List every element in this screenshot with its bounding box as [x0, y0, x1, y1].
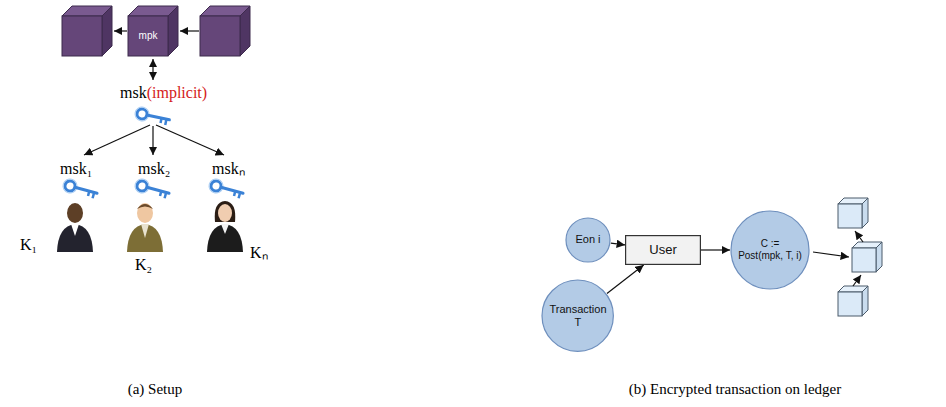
block-cube [62, 6, 112, 56]
ciphertext-circle: C := Post(mpk, T, i) [730, 210, 810, 290]
figure-caption: (b) Encrypted transaction on ledger [629, 381, 841, 398]
cube-face [128, 16, 168, 56]
flow-arrow [611, 243, 625, 245]
ledger-cube [838, 286, 868, 316]
circle-outline [731, 211, 809, 289]
flow-arrow [701, 249, 730, 250]
circle-outline [542, 280, 613, 351]
person-figure [57, 203, 93, 252]
node-label: Transaction T [547, 303, 609, 329]
chain-arrow [180, 30, 199, 31]
ledger-cube [852, 242, 882, 272]
share-arrow [84, 125, 150, 155]
person-figure [207, 201, 243, 252]
node-label: User [649, 242, 676, 258]
block-cube: mpk [128, 6, 178, 56]
key-label: msk₁ [60, 160, 92, 178]
chain-arrow [114, 30, 127, 31]
cube-face [168, 6, 178, 56]
circle-outline [566, 218, 610, 262]
figure-caption: (a) Setup [128, 381, 183, 398]
key-label: (implicit) [147, 84, 207, 102]
key-label: Kₙ [250, 244, 268, 262]
chain-arrow [855, 231, 863, 242]
key-icon [133, 177, 170, 200]
key-label: K₂ [135, 256, 152, 274]
flow-arrow [607, 265, 644, 293]
key-label: msk [120, 84, 147, 102]
transaction-circle: Transaction T [541, 279, 614, 352]
double-arrow [152, 59, 153, 80]
share-arrow [156, 125, 224, 155]
post-arrow [813, 252, 849, 257]
key-icon [134, 106, 171, 127]
eon-circle: Eon i [565, 217, 611, 263]
key-label: K₁ [20, 236, 37, 254]
person-figure [127, 203, 163, 252]
user-box: User [625, 235, 701, 265]
share-arrow [152, 126, 153, 155]
block-cube [200, 6, 250, 56]
ledger-cube [838, 198, 868, 228]
chain-arrow [853, 275, 861, 286]
node-label: mpk [139, 30, 158, 42]
key-icon [61, 177, 98, 200]
node-label: Eon i [575, 233, 600, 246]
key-label: msk₂ [138, 160, 170, 178]
key-label: mskₙ [212, 160, 245, 178]
node-label: C := Post(mpk, T, i) [737, 238, 803, 262]
box-outline [626, 236, 701, 265]
key-icon [207, 177, 244, 200]
